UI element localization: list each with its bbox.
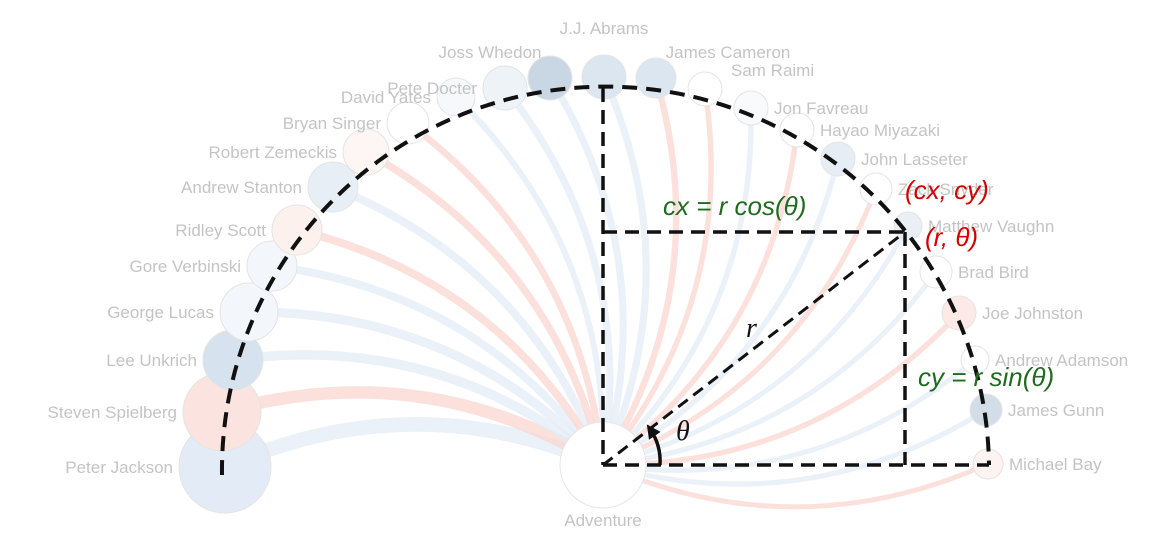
angle-label: θ bbox=[676, 416, 690, 447]
label-james-cameron: James Cameron bbox=[666, 43, 791, 62]
link-pete-docter bbox=[502, 85, 614, 466]
node-gore-verbinski[interactable] bbox=[246, 240, 298, 292]
cy-formula-label: cy = r sin(θ) bbox=[918, 362, 1054, 392]
label-joe-johnston: Joe Johnston bbox=[982, 304, 1083, 323]
center-node-label: Adventure bbox=[564, 511, 642, 530]
link-james-cameron bbox=[600, 77, 680, 467]
link-j-j-abrams bbox=[599, 75, 650, 467]
node-hayao-miyazaki[interactable] bbox=[779, 112, 815, 148]
label-peter-jackson: Peter Jackson bbox=[65, 458, 173, 477]
label-david-yates: David Yates bbox=[341, 88, 431, 107]
guide-lines bbox=[219, 84, 991, 476]
label-robert-zemeckis: Robert Zemeckis bbox=[209, 143, 337, 162]
link-sam-raimi bbox=[600, 88, 714, 467]
node-bryan-singer[interactable] bbox=[386, 101, 430, 145]
node-zack-snyder[interactable] bbox=[859, 172, 893, 206]
label-j-j-abrams: J.J. Abrams bbox=[560, 19, 649, 38]
director-label-layer: Peter Jackson Steven Spielberg Lee Unkrich… bbox=[48, 19, 1129, 477]
node-david-yates[interactable] bbox=[436, 77, 476, 117]
link-michael-bay bbox=[601, 461, 990, 510]
radius-label: r bbox=[746, 313, 757, 344]
label-michael-bay: Michael Bay bbox=[1009, 455, 1102, 474]
link-zack-snyder bbox=[602, 188, 879, 468]
label-sam-raimi: Sam Raimi bbox=[731, 61, 814, 80]
node-john-lasseter[interactable] bbox=[820, 141, 856, 177]
angle-arc-arrow bbox=[646, 424, 662, 466]
label-joss-whedon: Joss Whedon bbox=[439, 43, 542, 62]
link-steven-spielberg bbox=[220, 386, 607, 471]
cx-formula-label: cx = r cos(θ) bbox=[663, 191, 806, 221]
label-ridley-scott: Ridley Scott bbox=[175, 221, 266, 240]
label-lee-unkrich: Lee Unkrich bbox=[106, 351, 197, 370]
link-lee-unkrich bbox=[232, 350, 607, 469]
link-george-lucas bbox=[248, 307, 607, 469]
point-cartesian-label: (cx, cy) bbox=[905, 175, 989, 205]
link-layer bbox=[220, 75, 990, 510]
label-george-lucas: George Lucas bbox=[107, 303, 214, 322]
label-gore-verbinski: Gore Verbinski bbox=[130, 257, 242, 276]
link-bryan-singer bbox=[405, 120, 607, 466]
link-matthew-vaughn bbox=[602, 224, 911, 468]
link-gore-verbinski bbox=[271, 262, 607, 468]
link-ridley-scott bbox=[296, 226, 607, 467]
label-andrew-adamson: Andrew Adamson bbox=[995, 351, 1128, 370]
label-andrew-stanton: Andrew Stanton bbox=[181, 178, 302, 197]
link-robert-zemeckis bbox=[364, 148, 607, 466]
label-pete-docter: Pete Docter bbox=[387, 79, 477, 98]
label-john-lasseter: John Lasseter bbox=[861, 150, 968, 169]
label-brad-bird: Brad Bird bbox=[958, 263, 1029, 282]
label-jon-favreau: Jon Favreau bbox=[774, 99, 869, 118]
node-andrew-stanton[interactable] bbox=[307, 161, 359, 213]
circumference-arc bbox=[219, 84, 991, 476]
link-andrew-stanton bbox=[331, 183, 607, 467]
link-brad-bird bbox=[602, 270, 939, 468]
link-peter-jackson bbox=[222, 417, 606, 474]
node-james-cameron[interactable] bbox=[635, 57, 677, 99]
node-matthew-vaughn[interactable] bbox=[893, 211, 923, 241]
link-joss-whedon bbox=[546, 76, 627, 466]
label-james-gunn: James Gunn bbox=[1008, 401, 1104, 420]
link-andrew-adamson bbox=[602, 358, 977, 473]
label-bryan-singer: Bryan Singer bbox=[283, 114, 382, 133]
point-polar-label: (r, θ) bbox=[925, 222, 978, 252]
node-george-lucas[interactable] bbox=[219, 282, 279, 342]
node-jon-favreau[interactable] bbox=[733, 90, 769, 126]
label-zack-snyder: Zack Snyder bbox=[898, 180, 994, 199]
link-james-gunn bbox=[602, 407, 988, 487]
label-hayao-miyazaki: Hayao Miyazaki bbox=[820, 121, 940, 140]
label-steven-spielberg: Steven Spielberg bbox=[48, 403, 177, 422]
node-ridley-scott[interactable] bbox=[271, 204, 323, 256]
link-jon-favreau bbox=[601, 107, 754, 467]
link-hayao-miyazaki bbox=[601, 129, 800, 468]
label-matthew-vaughn: Matthew Vaughn bbox=[928, 217, 1054, 236]
